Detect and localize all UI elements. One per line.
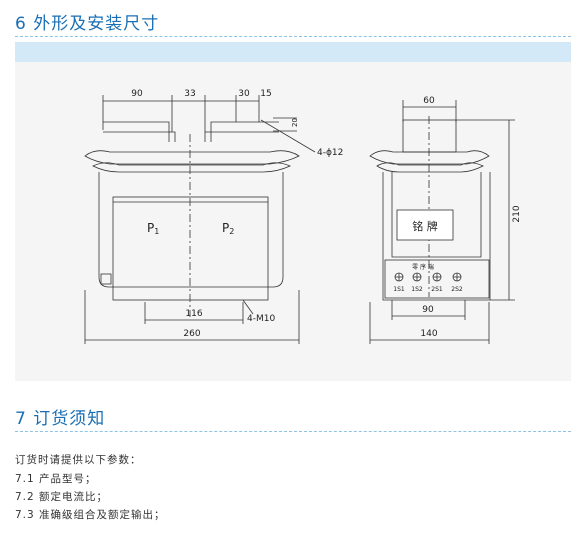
front-view: 90 33 30 15 20 4-ϕ12 P1 P2 xyxy=(84,89,343,344)
terminal-box xyxy=(384,259,490,299)
terminal-label: 1S1 xyxy=(393,286,405,293)
insulator-shed xyxy=(92,162,291,173)
side-body xyxy=(382,172,491,301)
terminal-label: 2S1 xyxy=(431,286,443,293)
primary-block xyxy=(402,119,457,153)
dim-140: 140 xyxy=(420,329,437,339)
p1-label: P xyxy=(147,221,154,235)
nameplate-label: 铭 牌 xyxy=(412,219,438,233)
front-panel xyxy=(112,196,269,301)
bolt-label: 4-M10 xyxy=(247,314,275,324)
dim-20: 20 xyxy=(291,118,299,127)
dimension-drawing: 90 33 30 15 20 4-ϕ12 P1 P2 xyxy=(84,89,522,344)
dim-116: 116 xyxy=(185,309,202,319)
dim-60: 60 xyxy=(423,96,435,106)
terminal-label: 2S2 xyxy=(451,286,463,293)
hole-leader xyxy=(260,119,316,153)
dim-15: 15 xyxy=(260,89,271,99)
section-6-title: 6 外形及安装尺寸 xyxy=(15,14,160,34)
side-inner-body xyxy=(391,172,482,258)
bolt-leader xyxy=(242,299,254,315)
nameplate-frame xyxy=(396,209,454,241)
dim-210: 210 xyxy=(512,205,522,222)
order-intro: 订货时请提供以下参数： xyxy=(15,454,142,466)
order-item: 7.2 额定电流比； xyxy=(15,491,109,503)
hole-label: 4-ϕ12 xyxy=(317,148,343,158)
side-insulator-shed xyxy=(369,150,490,165)
svg-text:P2: P2 xyxy=(222,221,234,236)
p1-sub: 1 xyxy=(154,227,159,236)
terminal-2s1: 2S1 xyxy=(431,272,443,293)
section-7-title: 7 订货须知 xyxy=(15,409,106,429)
side-insulator-shed xyxy=(376,162,484,173)
terminal-1s2: 1S2 xyxy=(411,272,423,293)
order-item: 7.3 准确级组合及额定输出； xyxy=(15,509,166,521)
order-item: 7.1 产品型号； xyxy=(15,473,97,485)
terminal-caption: 零 序 端 xyxy=(412,263,434,271)
p2-sub: 2 xyxy=(229,227,234,236)
title-divider xyxy=(15,36,571,37)
dim-33: 33 xyxy=(184,89,195,99)
header-band xyxy=(15,42,571,62)
dim-90-side: 90 xyxy=(422,305,434,315)
p2-label: P xyxy=(222,221,229,235)
terminal-2s2: 2S2 xyxy=(451,272,463,293)
dim-30: 30 xyxy=(238,89,250,99)
bus-bar-right xyxy=(204,121,279,142)
side-view: 60 铭 牌 零 序 端 1S1 1S2 xyxy=(369,96,522,344)
svg-text:P1: P1 xyxy=(147,221,159,236)
drawing-panel: 90 33 30 15 20 4-ϕ12 P1 P2 xyxy=(15,62,571,381)
body-outline xyxy=(98,172,284,288)
ground-terminal xyxy=(100,273,112,285)
bus-bar-left xyxy=(103,121,176,142)
terminal-1s1: 1S1 xyxy=(393,272,405,293)
title-divider xyxy=(15,431,571,432)
dim-90-front: 90 xyxy=(131,89,143,99)
dim-260: 260 xyxy=(183,329,200,339)
terminal-label: 1S2 xyxy=(411,286,423,293)
insulator-shed xyxy=(84,150,300,165)
